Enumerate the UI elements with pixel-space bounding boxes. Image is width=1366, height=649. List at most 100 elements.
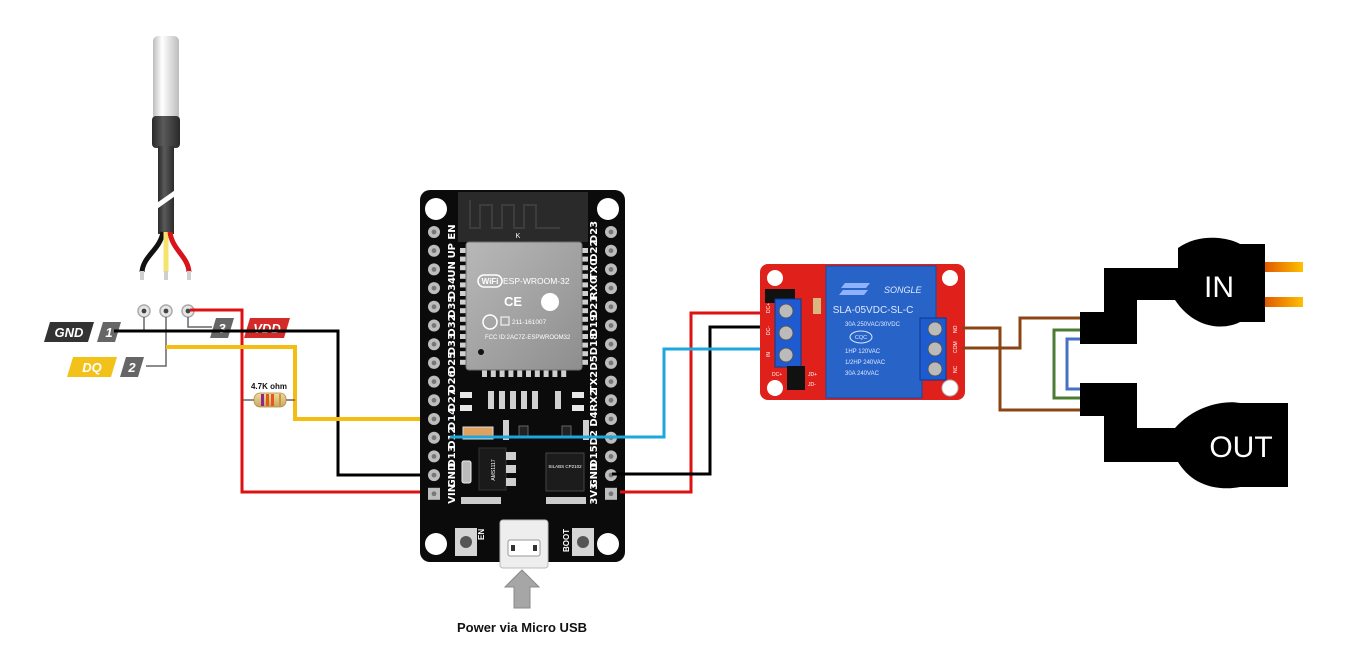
esp32-pin-d22: D22 (589, 240, 617, 262)
esp-wroom-shield (465, 241, 583, 371)
esp32-pin-d21: D21 (589, 296, 617, 318)
relay-rating: 30A 250VAC/30VDC (845, 322, 901, 328)
dq-label: DQ (82, 360, 102, 375)
pin1-dot (478, 349, 484, 355)
relay-brand: SONGLE (884, 285, 923, 295)
pin-label: UP (447, 243, 458, 258)
mount-hole (425, 533, 447, 555)
plug-prong (1265, 297, 1303, 307)
telec-mark (482, 314, 498, 330)
pin-label: D13 (447, 445, 458, 467)
wire-dq-yellow (166, 345, 432, 421)
module-pads-bottom (482, 369, 567, 377)
module-name: ESP-WROOM-32 (503, 276, 570, 286)
diode (461, 460, 472, 484)
terminal-com: COM (953, 341, 959, 353)
power-label: Power via Micro USB (457, 620, 587, 635)
relay-input-terminal: DC+ DC- IN (765, 289, 802, 368)
pin-label: D15 (589, 445, 600, 467)
en-button-label: EN (477, 529, 486, 540)
wire-gnd-black (114, 329, 432, 477)
pin-label: D34 (447, 277, 458, 299)
pin-label: D18 (589, 333, 600, 355)
module-pads-right (580, 248, 588, 365)
ce-mark: CE (504, 294, 522, 309)
output-socket: OUT (1080, 383, 1288, 489)
esp32-pin-vin: VIN (428, 484, 458, 504)
esp32-pin-rx0: RX0 (589, 277, 617, 299)
esp32-pin-d18: D18 (589, 333, 617, 355)
pin-label: D23 (589, 221, 600, 243)
pin-label: D4 (589, 411, 600, 426)
en-button[interactable]: EN (455, 528, 486, 556)
pin-label: D21 (589, 296, 600, 318)
pin-label: GND (447, 463, 458, 488)
registered-mark (500, 316, 510, 326)
esp32-pin-d19: D19 (589, 314, 617, 337)
mount-hole (597, 533, 619, 555)
probe-wire-red (167, 231, 192, 273)
pin-label: D35 (447, 296, 458, 318)
esp32-pin-3v3: 3V3 (589, 483, 617, 505)
pin-number-3: 3 (218, 321, 226, 336)
esp32-pin-d14: D14 (428, 408, 458, 430)
pin-label: D26 (447, 370, 458, 392)
probe-cable (158, 146, 174, 234)
resistor-label: 4.7K ohm (251, 382, 287, 391)
esp32-pin-d32: D32 (428, 314, 458, 337)
wire-3v3-red (620, 311, 762, 494)
mount-hole (597, 198, 619, 220)
esp32-pin-d34: D34 (428, 277, 458, 299)
probe-sleeve (152, 116, 180, 148)
vdd-label: VDD (253, 321, 281, 336)
micro-usb-port[interactable] (499, 519, 549, 569)
gnd-label: GND (55, 325, 85, 340)
wire-com-brown (962, 316, 1080, 350)
pin-label: D22 (589, 240, 600, 262)
probe-wire-black (139, 231, 166, 273)
in-label: IN (1204, 271, 1234, 304)
esp32-pin-en: EN (428, 224, 458, 240)
mount-hole (425, 198, 447, 220)
pin-label: VIN (447, 484, 458, 504)
terminal-dc-plus: DC+ (766, 303, 772, 313)
cert-id: 211-161007 (512, 319, 547, 326)
pin-label: UN (447, 261, 458, 278)
temperature-probe (139, 36, 192, 280)
boot-button[interactable]: BOOT (562, 528, 594, 556)
pin-label: D14 (447, 408, 458, 430)
probe-tip (153, 36, 179, 120)
relay-jumper[interactable]: DC+ DC- JD+ JD- (772, 366, 817, 390)
relay-rating: 30A 240VAC (845, 371, 880, 377)
pin-label: D33 (447, 333, 458, 355)
wire-neutral-blue (1065, 337, 1080, 391)
plug-prong (1265, 262, 1303, 272)
usb-chip-text: SILABS CP2102 (548, 464, 582, 469)
relay-model: SLA-05VDC-SL-C (833, 305, 914, 316)
voltage-regulator: AMS1117 (461, 447, 516, 491)
cqc-mark: CQC (855, 335, 867, 341)
esp32-pin-d23: D23 (589, 221, 617, 243)
wire-signal-blue (450, 347, 762, 439)
out-label: OUT (1209, 431, 1272, 464)
pin-label-dq: DQ 2 (67, 357, 144, 377)
esp32-pin-un: UN (428, 261, 458, 278)
relay-rating: 1/2HP 240VAC (845, 360, 886, 366)
usb-uart-chip: SILABS CP2102 (545, 452, 585, 492)
pin-label: TX2 (589, 371, 600, 393)
esp32-pin-tx2: TX2 (589, 371, 617, 393)
module-pads-left (460, 248, 468, 365)
antenna-mark: K (516, 233, 521, 240)
esp32-pin-d27: D27 (428, 389, 458, 411)
esp32-pin-d33: D33 (428, 333, 458, 355)
pin-label: D27 (447, 389, 458, 411)
left-header-pins: ENUPUND34D35D32D33D25D26D27D14D12D13GNDV… (428, 224, 458, 504)
relay-output-terminal: NO COM NC (919, 317, 959, 381)
sensor-pin-terminals (123, 304, 212, 367)
pin-label: D25 (447, 352, 458, 374)
terminal-no: NO (953, 325, 959, 333)
esp32-pin-rx2: RX2 (589, 389, 617, 411)
esp32-pin-d25: D25 (428, 352, 458, 374)
jumper-label: JD- (808, 382, 816, 388)
